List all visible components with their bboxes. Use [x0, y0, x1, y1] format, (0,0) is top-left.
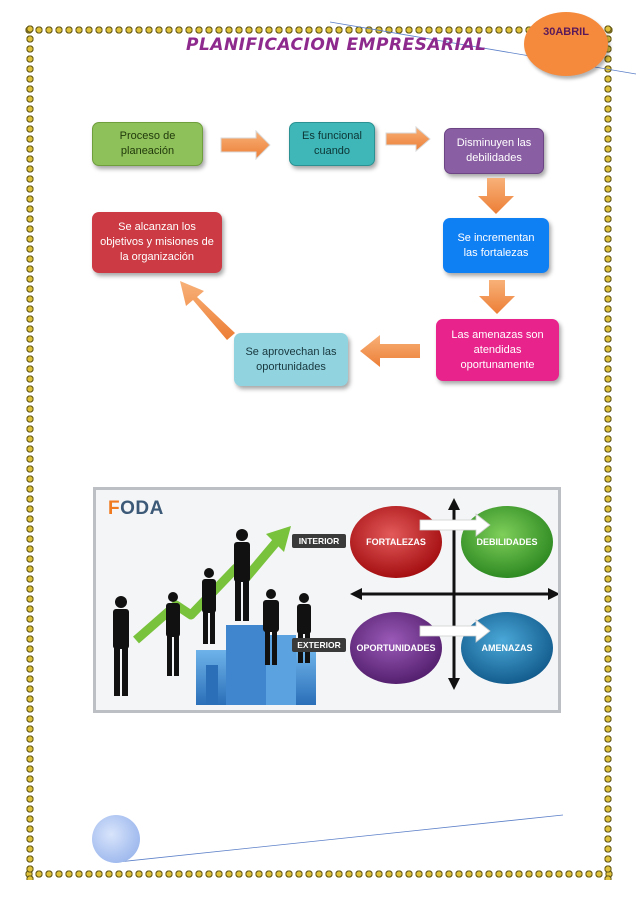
business-people-icon — [113, 529, 311, 696]
foda-image: FODA — [93, 487, 561, 713]
step-label: Se alcanzan los objetivos y misiones de … — [100, 221, 214, 263]
fortalezas-label: FORTALEZAS — [366, 537, 426, 547]
arrow-down-icon — [479, 280, 515, 314]
star-border-left — [24, 24, 36, 880]
star-border-bottom — [24, 868, 614, 880]
step-proceso-planeacion: Proceso de planeación — [92, 122, 203, 166]
step-label: Las amenazas son atendidas oportunamente — [451, 328, 544, 371]
arrow-left-icon — [360, 335, 420, 367]
oportunidades-label: OPORTUNIDADES — [356, 643, 435, 653]
oportunidades-oval — [350, 612, 442, 684]
step-incrementan-fortalezas: Se incrementan las fortalezas — [443, 218, 549, 273]
page-title: PLANIFICACION EMPRESARIAL — [186, 35, 487, 55]
star-border-right — [602, 24, 614, 880]
step-amenazas-atendidas: Las amenazas son atendidas oportunamente — [436, 319, 559, 381]
arrow-right-icon — [220, 129, 271, 161]
arrow-down-icon — [478, 178, 514, 214]
interior-tag: INTERIOR — [299, 536, 340, 546]
step-aprovechan-oportunidades: Se aprovechan las oportunidades — [234, 333, 348, 386]
growth-arrowhead-icon — [266, 526, 291, 552]
step-label: Proceso de planeación — [119, 130, 176, 157]
amenazas-label: AMENAZAS — [482, 643, 533, 653]
date-label: 30ABRIL — [543, 26, 589, 38]
step-es-funcional: Es funcional cuando — [289, 122, 375, 166]
date-badge: 30ABRIL — [524, 12, 608, 76]
step-label: Disminuyen las debilidades — [456, 137, 532, 164]
arrow-right-icon — [385, 125, 431, 153]
foda-title-rest: ODA — [120, 498, 164, 519]
step-label: Se aprovechan las oportunidades — [245, 345, 337, 373]
debilidades-label: DEBILIDADES — [476, 537, 537, 547]
star-border-top — [24, 24, 614, 36]
foda-title: FODA — [108, 498, 164, 520]
decorative-circle — [92, 815, 140, 863]
fortalezas-oval — [350, 506, 442, 578]
buildings-icon — [196, 625, 316, 705]
step-disminuyen-debilidades: Disminuyen las debilidades — [444, 128, 544, 174]
step-label: Se incrementan las fortalezas — [457, 231, 535, 259]
foda-title-f: F — [108, 498, 121, 519]
step-alcanzan-objetivos: Se alcanzan los objetivos y misiones de … — [92, 212, 222, 273]
step-label: Es funcional cuando — [302, 130, 362, 157]
exterior-tag: EXTERIOR — [297, 640, 340, 650]
foda-illustration: INTERIOR EXTERIOR FORTALEZAS DEBILIDADES… — [113, 498, 558, 705]
arrow-up-left-icon — [180, 281, 235, 340]
